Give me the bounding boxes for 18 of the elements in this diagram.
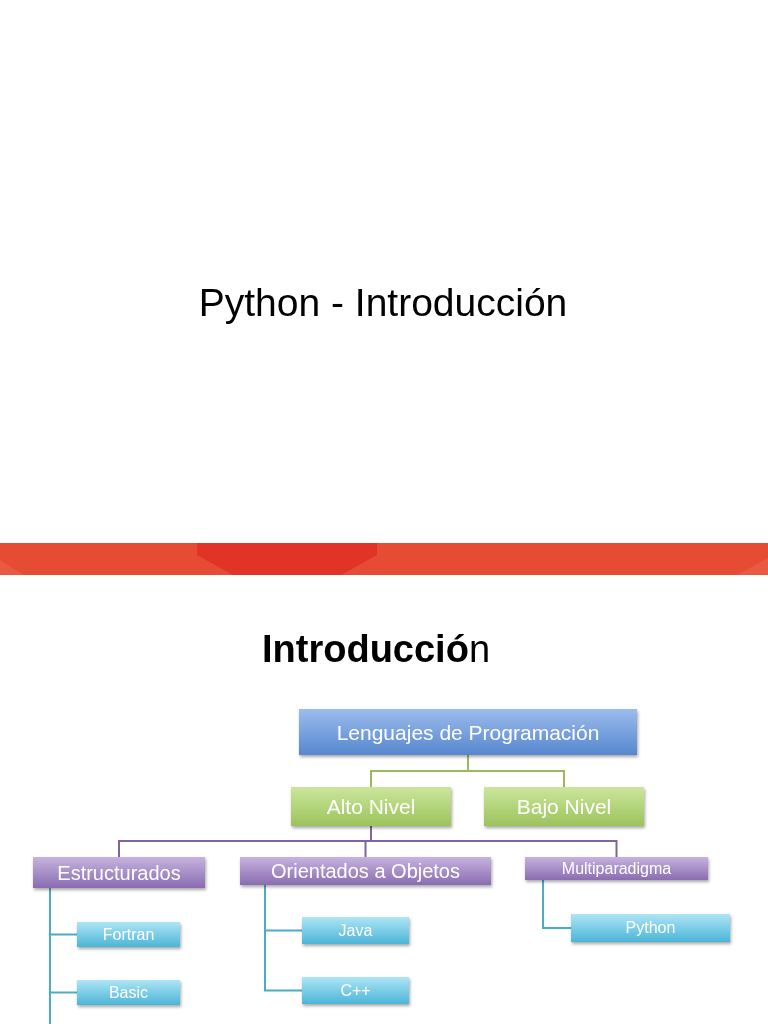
connector-line	[49, 887, 51, 1024]
slide-title: Python - Introducción	[198, 281, 568, 326]
category-box: Lenguajes de Programación	[299, 709, 637, 755]
category-box: Estructurados	[33, 857, 205, 888]
slide-title: Introducción	[262, 628, 491, 672]
category-box: Orientados a Objetos	[240, 857, 491, 885]
category-box: Multiparadigma	[525, 857, 708, 880]
category-box: Bajo Nivel	[484, 787, 644, 826]
connector-line	[467, 754, 565, 788]
connector-line	[542, 879, 572, 929]
connector-line	[370, 825, 618, 858]
category-box: Alto Nivel	[291, 787, 451, 826]
category-box: C++	[302, 977, 409, 1004]
category-box: Python	[571, 914, 730, 942]
category-box: Basic	[77, 980, 180, 1005]
category-box: Fortran	[77, 922, 180, 947]
category-box: Java	[302, 917, 409, 944]
connector-line	[264, 884, 303, 992]
